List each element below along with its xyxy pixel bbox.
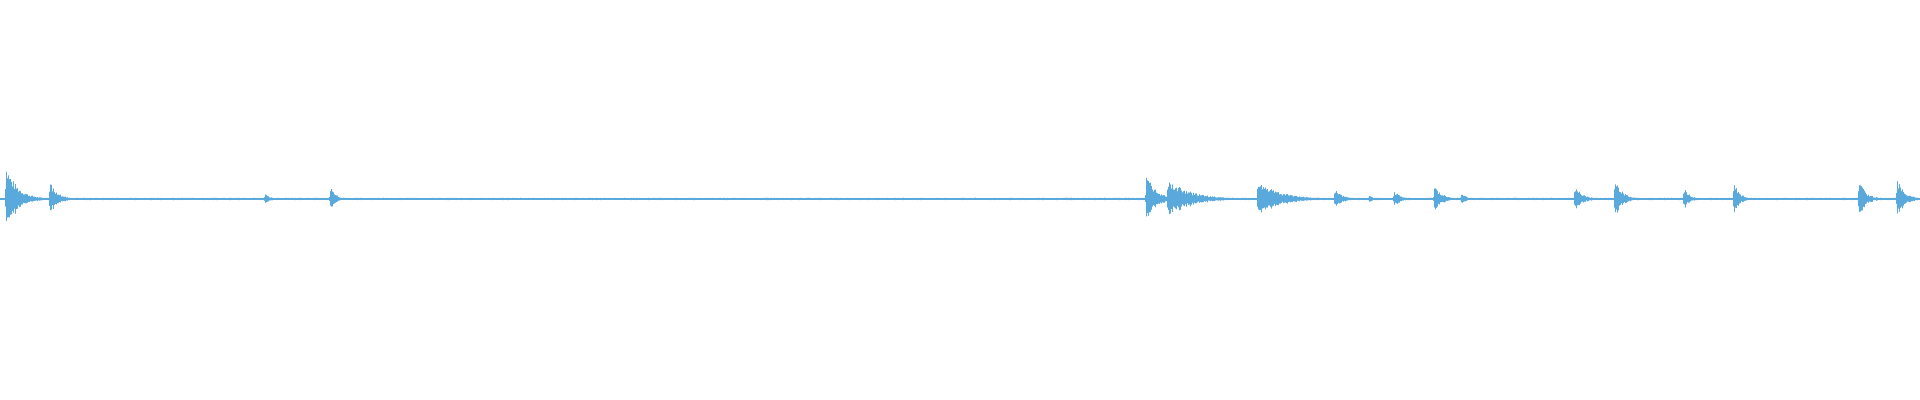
waveform-trace [0, 171, 1920, 222]
